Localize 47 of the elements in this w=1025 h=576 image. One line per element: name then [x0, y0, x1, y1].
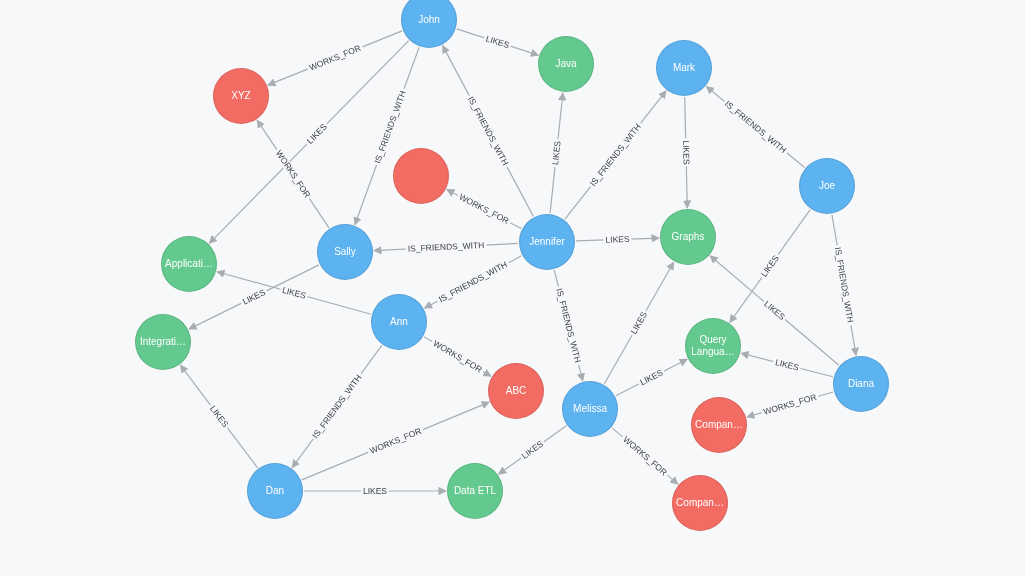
edge-label: LIKES: [772, 357, 802, 373]
graph-node: [519, 214, 575, 270]
graph-node: [135, 314, 191, 370]
node-label: XYZ: [230, 90, 252, 102]
graph-node: [833, 356, 889, 412]
edge-label: LIKES: [360, 486, 390, 496]
node-label: Query Langua…: [690, 334, 736, 358]
graph-node: [691, 397, 747, 453]
node-label: Melissa: [572, 403, 608, 415]
node-label: Dan: [264, 485, 286, 497]
edge-label: IS_FRIENDS_WITH: [405, 240, 487, 254]
graph-node: [656, 40, 712, 96]
node-label: Data ETL: [452, 485, 498, 497]
edge-label: LIKES: [603, 234, 632, 245]
node-label: ABC: [504, 385, 528, 397]
node-label: Graphs: [670, 231, 706, 243]
edge-label: LIKES: [279, 285, 309, 301]
node-label: Ann: [389, 316, 409, 328]
edge-label: LIKES: [681, 138, 691, 167]
graph-node: [371, 294, 427, 350]
node-label: Jennifer: [528, 236, 566, 248]
graph-node: [538, 36, 594, 92]
graph-node: [247, 463, 303, 519]
graph-node: [672, 475, 728, 531]
node-label: Applicati…: [164, 258, 214, 270]
graph-node: [317, 224, 373, 280]
node-label: Compan…: [694, 419, 744, 431]
graph-node: [488, 363, 544, 419]
graph-node: [401, 0, 457, 48]
edge-label: LIKES: [550, 138, 563, 168]
graph-node: [562, 381, 618, 437]
node-label: Compan…: [675, 497, 725, 509]
node-label: Joe: [817, 180, 837, 192]
node-label: John: [417, 14, 441, 26]
node-label: Java: [554, 58, 578, 70]
graph-node: [685, 318, 741, 374]
graph-node: [660, 209, 716, 265]
arrow: [208, 40, 410, 244]
node-label: Diana: [846, 378, 876, 390]
edge-label: LIKES: [482, 33, 513, 51]
node-label: Mark: [671, 62, 697, 74]
graph-node: [161, 236, 217, 292]
graph-node: [799, 158, 855, 214]
graph-node: [447, 463, 503, 519]
node-label: Integrati…: [138, 336, 188, 348]
graph-node: [213, 68, 269, 124]
node-label: Sally: [333, 246, 357, 258]
